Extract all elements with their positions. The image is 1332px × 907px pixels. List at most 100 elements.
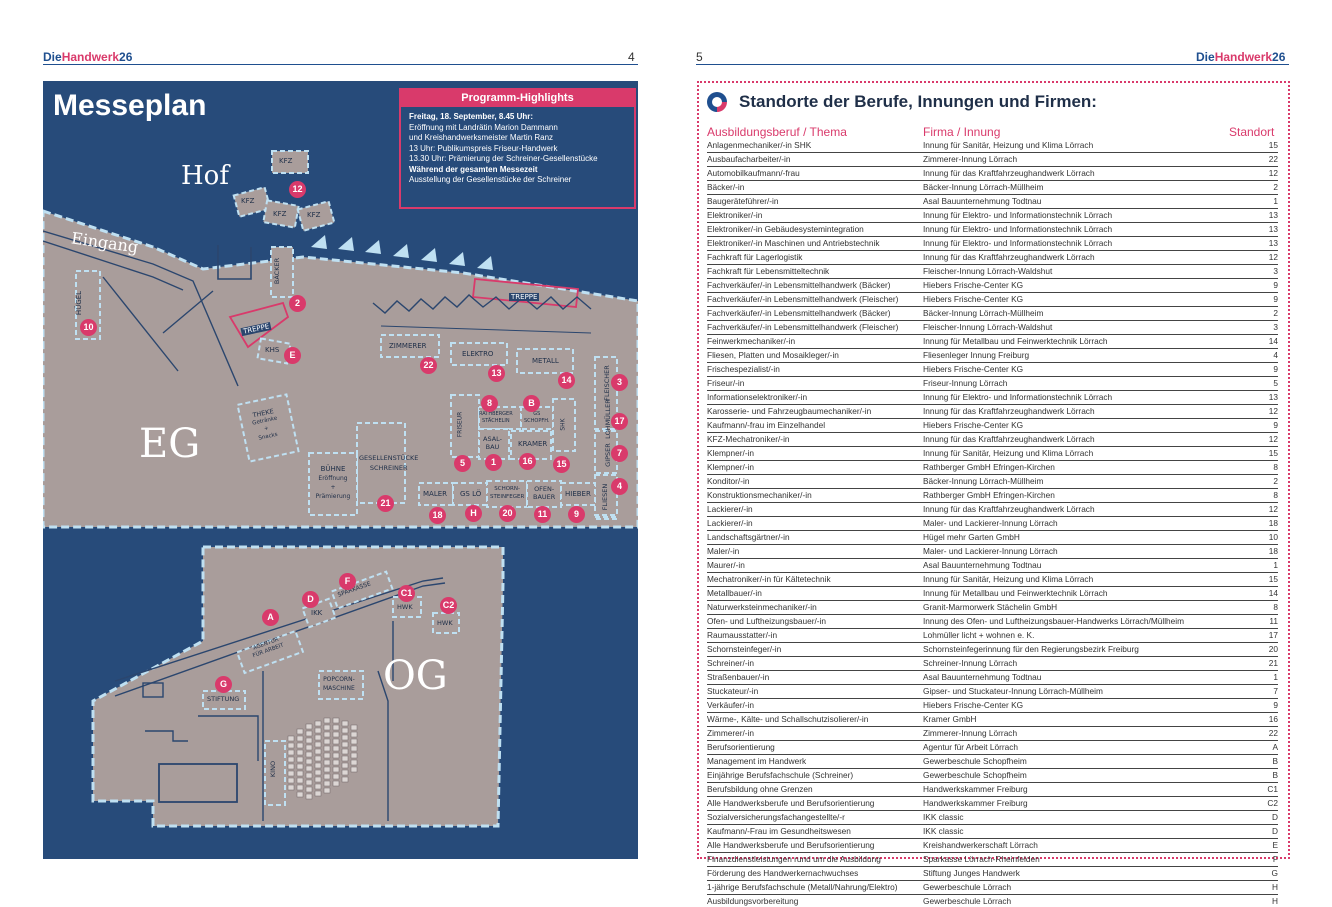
marker-1: 1 xyxy=(485,454,502,471)
cell-standort: F xyxy=(1223,852,1278,867)
cell-firma: Innung für das Kraftfahrzeughandwerk Lör… xyxy=(923,502,1223,517)
stand-kramer: KRAMER xyxy=(518,440,548,448)
stand-kfz-2: KFZ xyxy=(241,197,255,205)
program-highlights: Programm-Highlights Freitag, 18. Septemb… xyxy=(399,88,636,209)
highlight-line: Ausstellung der Gesellenstücke der Schre… xyxy=(409,175,572,184)
marker-c1: C1 xyxy=(398,585,415,602)
table-row: Fachverkäufer/-in Lebensmittelhandwerk (… xyxy=(707,278,1278,293)
cell-beruf: Automobilkaufmann/-frau xyxy=(707,166,923,181)
cell-standort: 9 xyxy=(1223,362,1278,377)
stand-ikk: IKK xyxy=(311,609,323,617)
cell-firma: IKK classic xyxy=(923,810,1223,825)
marker-22: 22 xyxy=(420,357,437,374)
cell-beruf: Feinwerkmechaniker/-in xyxy=(707,334,923,349)
cell-standort: 1 xyxy=(1223,194,1278,209)
stand-maler: MALER xyxy=(423,490,448,498)
stand-kfz-3: KFZ xyxy=(273,210,287,218)
stand-hwk-1: HWK xyxy=(397,603,413,611)
cell-beruf: Finanzdienstleistungen rund um die Ausbi… xyxy=(707,852,923,867)
cell-firma: Fliesenleger Innung Freiburg xyxy=(923,348,1223,363)
marker-c2: C2 xyxy=(440,597,457,614)
cell-firma: Lohmüller licht + wohnen e. K. xyxy=(923,628,1223,643)
cell-firma: Innung für das Kraftfahrzeughandwerk Lör… xyxy=(923,250,1223,265)
stand-shk: SHK xyxy=(559,418,567,431)
cell-standort: 13 xyxy=(1223,222,1278,237)
standorte-list: Standorte der Berufe, Innungen und Firme… xyxy=(697,81,1290,907)
cell-standort: 14 xyxy=(1223,334,1278,349)
column-header-standort: Standort xyxy=(1229,125,1275,139)
cell-beruf: Metallbauer/-in xyxy=(707,586,923,601)
cell-standort: A xyxy=(1223,740,1278,755)
cell-firma: Hügel mehr Garten GmbH xyxy=(923,530,1223,545)
cell-standort: 12 xyxy=(1223,502,1278,517)
cell-standort: 12 xyxy=(1223,166,1278,181)
cell-standort: 13 xyxy=(1223,236,1278,251)
marker-b: B xyxy=(523,395,540,412)
cell-beruf: Management im Handwerk xyxy=(707,754,923,769)
cell-firma: Innung für Sanitär, Heizung und Klima Lö… xyxy=(923,446,1223,461)
highlight-line: Während der gesamten Messezeit xyxy=(409,164,538,174)
marker-2: 2 xyxy=(289,295,306,312)
cell-standort: B xyxy=(1223,768,1278,783)
stand-treppe-2: TREPPE xyxy=(509,293,540,301)
stand-metall: METALL xyxy=(532,357,559,365)
cell-beruf: Baugeräteführer/-in xyxy=(707,194,923,209)
cell-firma: Gipser- und Stuckateur-Innung Lörrach-Mü… xyxy=(923,684,1223,699)
floor-eg-label: EG xyxy=(139,421,201,467)
cell-standort: 3 xyxy=(1223,264,1278,279)
marker-12: 12 xyxy=(289,181,306,198)
cell-standort: 12 xyxy=(1223,404,1278,419)
cell-beruf: Verkäufer/-in xyxy=(707,698,923,713)
cell-beruf: Klempner/-in xyxy=(707,460,923,475)
cell-standort: D xyxy=(1223,810,1278,825)
stand-baecker: BÄCKER xyxy=(273,257,282,285)
cell-firma: Sparkasse Lörrach-Rheinfelden xyxy=(923,852,1223,867)
stand-kfz-4: KFZ xyxy=(307,211,321,219)
cinema-seats xyxy=(287,717,358,800)
cell-beruf: KFZ-Mechatroniker/-in xyxy=(707,432,923,447)
table-row: Alle Handwerksberufe und Berufsorientier… xyxy=(707,796,1278,811)
cell-firma: Innung für Elektro- und Informationstech… xyxy=(923,222,1223,237)
cell-firma: Innung für Metallbau und Feinwerktechnik… xyxy=(923,334,1223,349)
cell-standort: 22 xyxy=(1223,152,1278,167)
cell-standort: 8 xyxy=(1223,460,1278,475)
column-header-firma: Firma / Innung xyxy=(923,125,1001,139)
table-row: Elektroniker/-in Maschinen und Antriebst… xyxy=(707,236,1278,251)
cell-standort: 9 xyxy=(1223,418,1278,433)
cell-firma: Schreiner-Innung Lörrach xyxy=(923,656,1223,671)
cell-standort: D xyxy=(1223,824,1278,839)
cell-standort: 1 xyxy=(1223,558,1278,573)
cell-beruf: Alle Handwerksberufe und Berufsorientier… xyxy=(707,838,923,853)
cell-standort: 13 xyxy=(1223,390,1278,405)
right-header-rule xyxy=(696,64,1289,65)
stand-schornsteinfeger: SCHORN- STEINFEGER xyxy=(490,486,525,500)
cell-firma: Innung für Sanitär, Heizung und Klima Lö… xyxy=(923,139,1223,153)
cell-standort: 7 xyxy=(1223,684,1278,699)
stand-fliesen: FLIESEN xyxy=(601,483,610,511)
cell-standort: H xyxy=(1223,894,1278,907)
stand-friseur: FRISEUR xyxy=(456,411,464,438)
cell-standort: 15 xyxy=(1223,572,1278,587)
marker-17: 17 xyxy=(611,413,628,430)
cell-standort: 15 xyxy=(1223,139,1278,153)
stand-gs-loerrach: GS LÖ xyxy=(460,490,482,498)
marker-h: H xyxy=(465,505,482,522)
cell-firma: Rathberger GmbH Efringen-Kirchen xyxy=(923,488,1223,503)
cell-beruf: Mechatroniker/-in für Kältetechnik xyxy=(707,572,923,587)
cell-firma: Hiebers Frische-Center KG xyxy=(923,292,1223,307)
cell-standort: 15 xyxy=(1223,446,1278,461)
cell-standort: 2 xyxy=(1223,474,1278,489)
cell-beruf: Schreiner/-in xyxy=(707,656,923,671)
cell-standort: 14 xyxy=(1223,586,1278,601)
cell-firma: Innung für Elektro- und Informationstech… xyxy=(923,236,1223,251)
cell-beruf: Naturwerksteinmechaniker/-in xyxy=(707,600,923,615)
highlight-line: Freitag, 18. September, 8.45 Uhr: xyxy=(409,112,534,121)
